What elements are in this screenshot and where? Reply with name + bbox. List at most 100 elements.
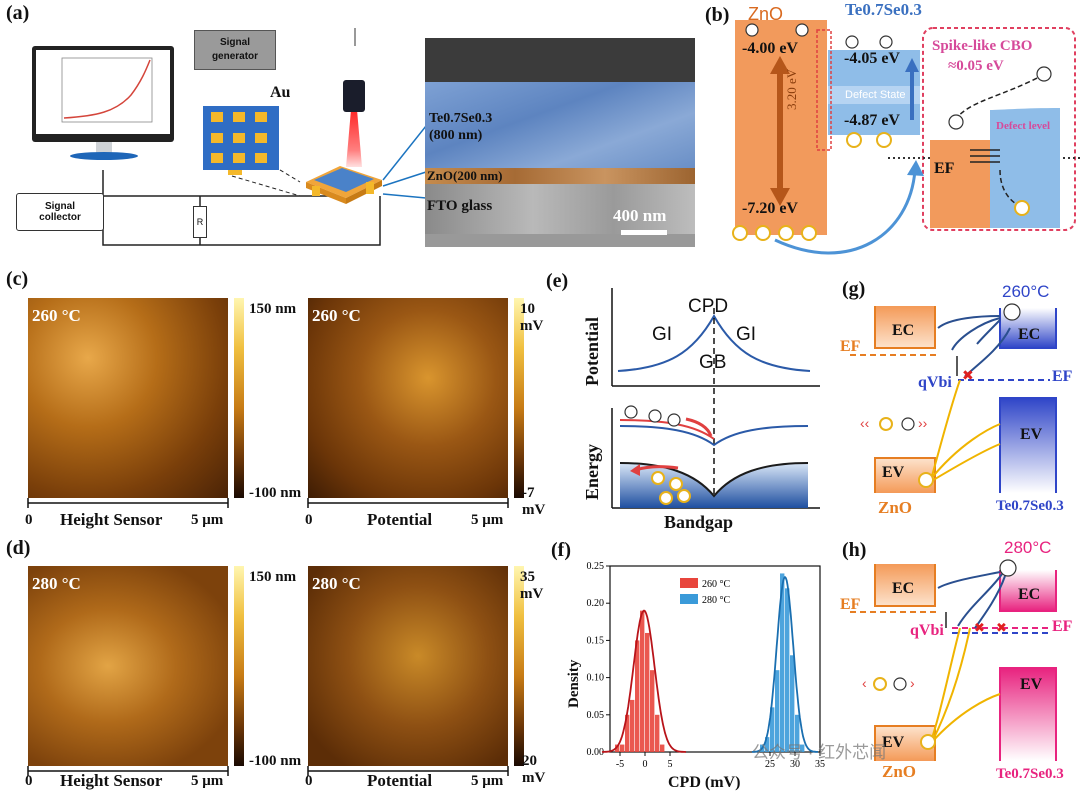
temp-label-g: 260°C xyxy=(1002,282,1050,301)
histogram-bar xyxy=(765,737,770,752)
gi-right-label: GI xyxy=(736,324,757,345)
x-tick-label: 5 xyxy=(668,759,673,770)
cbar-min-d1: -100 nm xyxy=(249,753,302,769)
svg-text:✖: ✖ xyxy=(996,620,1007,635)
sem-scalebar xyxy=(621,230,667,235)
bandgap-axis-label: Bandgap xyxy=(664,512,734,532)
spike-cbo-value: ≈0.05 eV xyxy=(948,58,1004,74)
monitor-stand xyxy=(96,142,112,154)
histogram-bar xyxy=(630,699,635,752)
ec-right-g: EC xyxy=(1018,326,1041,343)
panel-label-b: (b) xyxy=(705,4,730,26)
histogram-bar xyxy=(615,744,620,752)
ef-left-h: EF xyxy=(840,596,861,613)
ec-right-h: EC xyxy=(1018,586,1041,603)
sem-bottom xyxy=(425,234,695,247)
temp-label-h: 280°C xyxy=(1004,538,1052,557)
cbar-max-c2: 10 mV xyxy=(520,301,544,334)
defect-state-label: Defect State xyxy=(845,89,906,101)
axis-zero-d2: 0 xyxy=(305,773,313,789)
svg-text:✖: ✖ xyxy=(974,620,985,635)
chart-ylabel: Density xyxy=(566,659,582,708)
defect-level-label: Defect level xyxy=(996,120,1051,132)
signal-collector: Signal collector xyxy=(16,193,104,231)
histogram-bar xyxy=(780,573,785,752)
ev-left-h: EV xyxy=(882,734,905,751)
colorbar-c2 xyxy=(514,298,524,498)
sem-scalebar-label: 400 nm xyxy=(613,206,667,225)
colorbar-d1 xyxy=(234,566,244,766)
axis-label-c2: Potential xyxy=(367,510,433,529)
cbar-min-c1: -100 nm xyxy=(249,485,302,501)
panel-a: Signal generator Au Signal collector R T… xyxy=(0,0,700,265)
x-tick-label: 25 xyxy=(765,759,775,770)
axis-zero-c1: 0 xyxy=(25,512,33,528)
monitor-base xyxy=(70,152,138,160)
svg-text:‹: ‹ xyxy=(862,675,867,691)
afm-height-260 xyxy=(28,298,228,498)
axis-five-d1: 5 μm xyxy=(191,773,224,789)
signal-generator: Signal generator xyxy=(194,30,276,70)
ev-right-h: EV xyxy=(1020,676,1043,693)
gi-left-label: GI xyxy=(652,324,673,345)
axis-five-c2: 5 μm xyxy=(471,512,504,528)
gb-label: GB xyxy=(699,352,727,373)
y-tick-label: 0.00 xyxy=(587,747,605,758)
signal-collector-label: Signal collector xyxy=(39,201,81,223)
energy-axis-label: Energy xyxy=(582,444,602,500)
bandgap-label: 3.20 eV xyxy=(784,68,799,110)
cbar-max-d2: 35 mV xyxy=(520,569,544,602)
device-stack xyxy=(306,166,382,204)
panel-h: ✖ ✖ ‹ › 280°C EC EC EF qVbi EF EV EV ZnO… xyxy=(840,536,1080,797)
resistor: R xyxy=(193,206,207,238)
histogram-bar xyxy=(795,714,800,752)
axis-zero-d1: 0 xyxy=(25,773,33,789)
sem-label-fto: FTO glass xyxy=(427,198,493,214)
panel-label-f: (f) xyxy=(551,539,571,561)
axis-label-c1: Height Sensor xyxy=(60,510,163,529)
legend-swatch xyxy=(680,594,698,604)
sem-zno-layer xyxy=(425,168,695,184)
x-tick-label: 35 xyxy=(815,759,825,770)
chart-frame xyxy=(609,565,821,753)
band-diagram-h: ✖ ✖ ‹ › xyxy=(850,559,1057,761)
laser-head xyxy=(343,80,365,112)
temp-label-c2: 260 °C xyxy=(312,306,361,325)
y-tick-label: 0.10 xyxy=(587,673,605,684)
monitor-screen xyxy=(36,50,170,134)
y-tick-label: 0.15 xyxy=(587,635,605,646)
y-tick-label: 0.05 xyxy=(587,710,605,721)
cbar-min-c2: -7 mV xyxy=(522,485,546,518)
cbar-max-d1: 150 nm xyxy=(249,569,297,585)
ev-right-g: EV xyxy=(1020,426,1043,443)
energy-level-2: -4.05 eV xyxy=(844,50,900,67)
ev-left-g: EV xyxy=(882,464,905,481)
histogram-bar xyxy=(790,655,795,752)
sem-label-tese: Te0.7Se0.3 (800 nm) xyxy=(429,111,493,143)
x-tick-label: -5 xyxy=(616,759,624,770)
ec-left-h: EC xyxy=(892,580,915,597)
circuit-wires xyxy=(102,28,427,246)
potential-energy-diagram xyxy=(611,288,820,509)
energy-level-3: -4.87 eV xyxy=(844,112,900,129)
y-tick-label: 0.20 xyxy=(587,598,605,609)
histogram-bar xyxy=(775,670,780,752)
potential-axis-label: Potential xyxy=(582,317,602,386)
ef-right-h: EF xyxy=(1052,618,1073,635)
scale-axes-c xyxy=(27,498,509,508)
panel-label-a: (a) xyxy=(6,2,30,24)
histogram-bar xyxy=(650,670,655,752)
sem-label-zno: ZnO(200 nm) xyxy=(427,168,503,183)
fit-curve xyxy=(752,575,818,753)
fit-curve xyxy=(601,609,687,753)
au-dots xyxy=(211,112,275,164)
panel-c: 260 °C 150 nm -100 nm 260 °C 10 mV -7 mV… xyxy=(0,268,545,533)
afm-potential-280 xyxy=(308,566,508,766)
legend-label: 260 °C xyxy=(702,579,730,590)
afm-potential-260 xyxy=(308,298,508,498)
panel-label-h: (h) xyxy=(842,539,867,561)
histogram-bar xyxy=(620,744,625,752)
zno-label-g: ZnO xyxy=(878,498,913,517)
ef-right-g: EF xyxy=(1052,368,1073,385)
